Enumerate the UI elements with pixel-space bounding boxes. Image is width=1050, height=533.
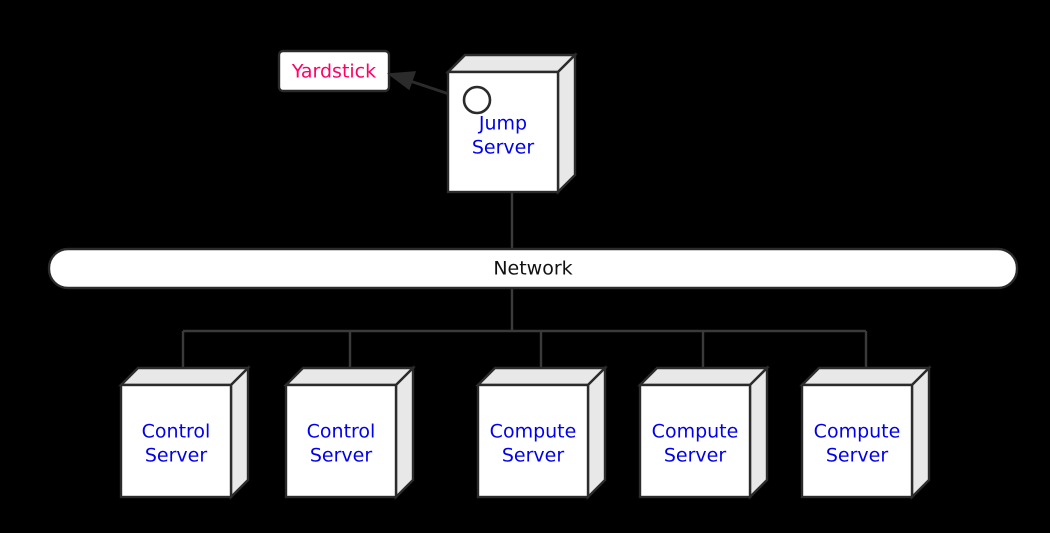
compute-server-2-label-line1: Compute [652,421,739,443]
compute-server-2-top-face [637,366,770,387]
network-label: Network [493,258,572,280]
compute-server-1-top-face [475,366,608,387]
compute-server-2-label-line2: Server [664,445,726,467]
yardstick-box[interactable] [277,49,391,93]
control-server-2-node[interactable]: Control Server [283,365,416,500]
compute-server-1-side-face [586,365,607,500]
compute-server-3-top-face [799,366,932,387]
compute-server-1-label-line2: Server [502,445,564,467]
compute-server-2-front-face[interactable] [638,383,752,499]
compute-server-2-node[interactable]: Compute Server [637,365,770,500]
compute-server-3-side-face [910,365,931,500]
yardstick-node[interactable]: Yardstick [277,49,391,93]
circle-port-icon [462,85,492,115]
jump-server-label-line2: Server [472,137,534,159]
compute-server-1-node[interactable]: Compute Server [475,365,608,500]
yardstick-label: Yardstick [291,61,376,83]
arrow-head-icon [386,71,417,91]
jump-server-side-face [556,52,577,195]
control-server-1-node[interactable]: Control Server [118,365,251,500]
control-server-1-front-face[interactable] [119,383,233,499]
control-server-2-label-line2: Server [310,445,372,467]
control-server-2-top-face [283,366,416,387]
jump-server-node[interactable]: Jump Server [445,52,578,195]
connector-layer [181,192,868,372]
compute-server-3-label-line1: Compute [814,421,901,443]
compute-server-3-node[interactable]: Compute Server [799,365,932,500]
network-bar[interactable] [47,247,1019,290]
control-server-1-label-line1: Control [142,421,211,443]
network-node[interactable]: Network [47,247,1019,290]
compute-server-1-label-line1: Compute [490,421,577,443]
control-server-2-front-face[interactable] [284,383,398,499]
control-server-1-side-face [229,365,250,500]
compute-server-2-side-face [748,365,769,500]
jump-server-top-face [445,53,578,74]
compute-server-1-front-face[interactable] [476,383,590,499]
compute-server-3-front-face[interactable] [800,383,914,499]
control-server-1-label-line2: Server [145,445,207,467]
control-server-2-label-line1: Control [307,421,376,443]
control-server-1-top-face [118,366,251,387]
jump-server-label-line1: Jump [478,113,527,135]
compute-server-3-label-line2: Server [826,445,888,467]
control-server-2-side-face [394,365,415,500]
